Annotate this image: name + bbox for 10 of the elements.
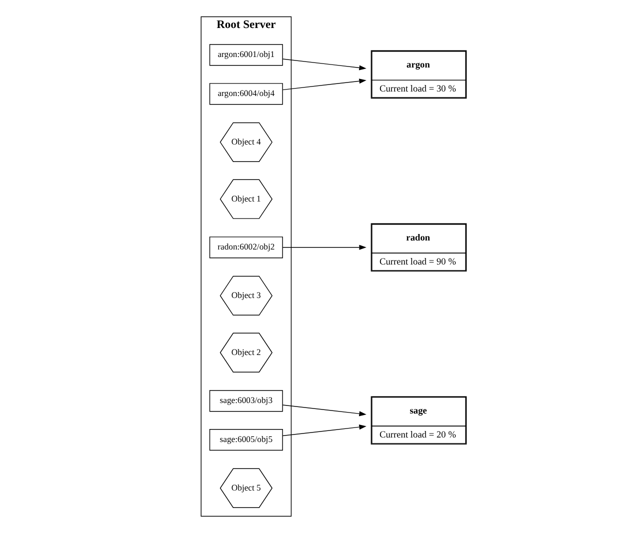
arrow [282,58,366,70]
node-box: sage:6005/obj5 [209,429,283,451]
node-box: radon:6002/obj2 [209,236,283,258]
node-box: argon:6001/obj1 [209,44,283,66]
node-box: argon:6004/obj4 [209,83,283,105]
arrow [282,404,366,416]
node-box: sage:6003/obj3 [209,390,283,412]
arrow [282,78,366,90]
arrow [282,244,366,250]
arrow [282,424,366,436]
